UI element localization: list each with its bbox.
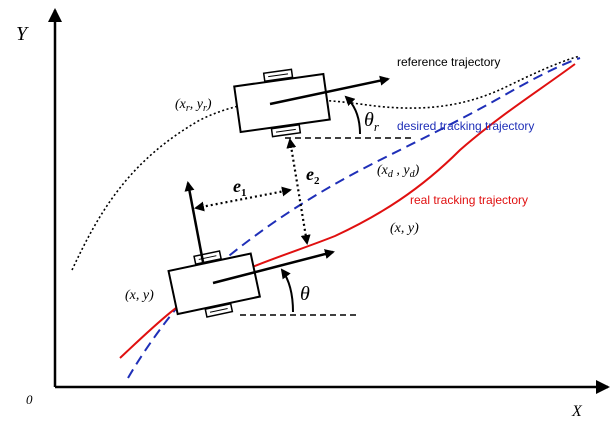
e1-error-line	[195, 186, 292, 210]
real-pose-label: (x, y)	[390, 221, 419, 236]
real-trajectory-label: real tracking trajectory	[410, 193, 528, 207]
theta-r-label: θr	[364, 109, 380, 134]
y-axis-label: Y	[16, 23, 29, 45]
origin-label: 0	[26, 392, 33, 407]
reference-pose-label: (xr, yr)	[175, 97, 212, 114]
reference-trajectory-label: reference trajectory	[397, 55, 500, 69]
e2-label: e2	[306, 164, 320, 187]
desired-trajectory-label: desired tracking trajectory	[397, 119, 534, 133]
reference-trajectory-curve	[71, 55, 581, 271]
desired-pose-label: (xd , yd)	[377, 163, 420, 180]
real-normal-arrow	[184, 181, 205, 263]
real-heading-arrow	[212, 249, 335, 285]
theta-label: θ	[300, 283, 310, 305]
robot-pose-label: (x, y)	[125, 288, 154, 303]
x-axis-label: X	[571, 403, 583, 420]
theta-arc	[280, 268, 294, 313]
reference-robot	[233, 68, 331, 138]
theta-r-arc	[344, 95, 361, 135]
e1-label: e1	[233, 176, 247, 199]
reference-heading-arrow	[269, 75, 390, 106]
reference-robot-body	[233, 72, 331, 134]
e2-error-line	[288, 139, 311, 245]
